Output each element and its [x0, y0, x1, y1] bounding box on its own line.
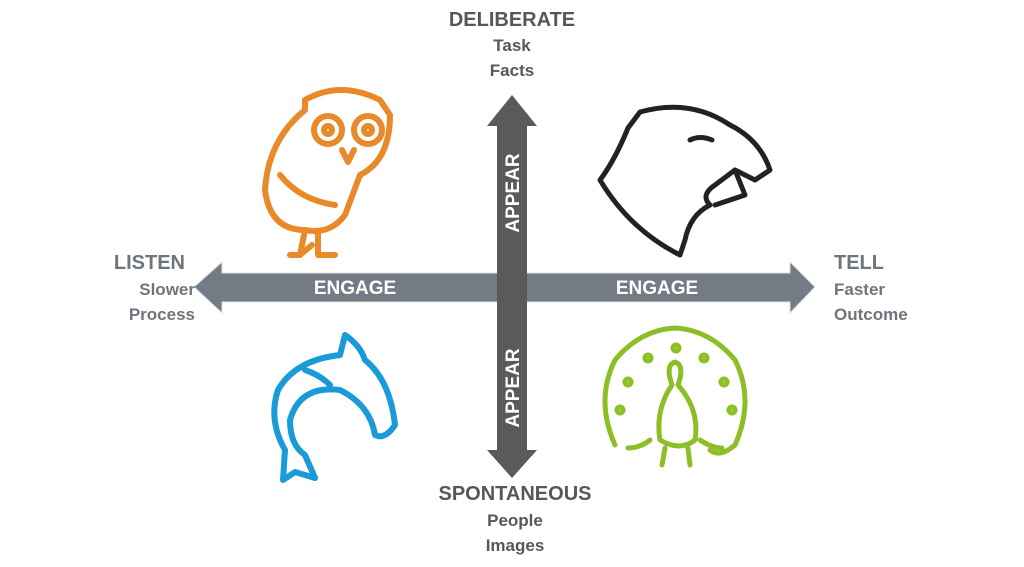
owl-icon — [262, 87, 393, 258]
listen-group: LISTEN Slower Process — [95, 253, 195, 323]
tell-group: TELL Faster Outcome — [834, 253, 934, 323]
tell-line1: Faster — [834, 280, 886, 299]
panther-icon — [597, 104, 773, 258]
spontaneous-line1: People — [487, 511, 543, 530]
listen-line1: Slower — [139, 280, 195, 299]
tell-line2: Outcome — [834, 305, 908, 324]
tell-title: TELL — [834, 252, 884, 274]
deliberate-title: DELIBERATE — [448, 9, 576, 31]
engage-left-label: ENGAGE — [314, 278, 396, 299]
vertical-appear-arrow — [487, 95, 537, 478]
peacock-icon — [602, 325, 748, 468]
deliberate-line1: Task — [493, 36, 531, 55]
deliberate-group: DELIBERATE Task Facts — [432, 10, 592, 79]
listen-line2: Process — [128, 305, 195, 324]
deliberate-line2: Facts — [489, 61, 535, 80]
spontaneous-group: SPONTANEOUS People Images — [415, 484, 615, 554]
engage-right-label: ENGAGE — [616, 278, 698, 299]
appear-top-label: APPEAR — [503, 153, 524, 232]
appear-bottom-label: APPEAR — [503, 348, 524, 427]
spontaneous-title: SPONTANEOUS — [438, 483, 592, 505]
listen-title: LISTEN — [113, 252, 185, 274]
spontaneous-line2: Images — [485, 536, 545, 555]
dolphin-icon — [271, 332, 398, 483]
